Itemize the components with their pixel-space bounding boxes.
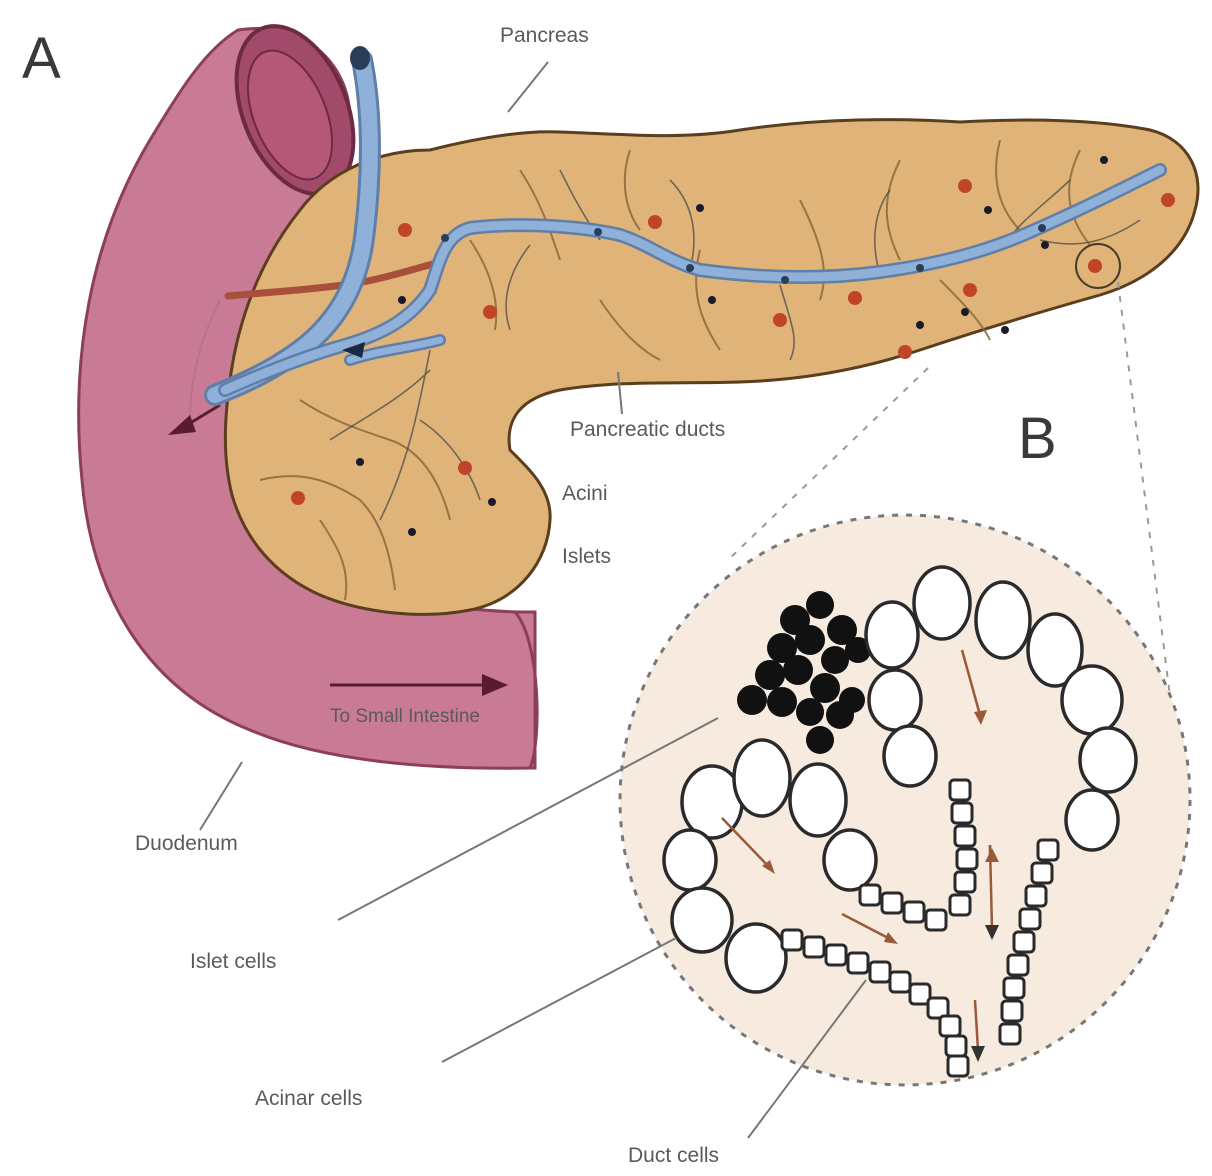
duodenum-label: Duodenum (135, 832, 238, 855)
islet-cells-label: Islet cells (190, 950, 276, 973)
islets-label: Islets (562, 545, 611, 568)
panel-label-a: A (22, 26, 61, 91)
magnified-inset (620, 515, 1190, 1085)
panel-label-b: B (1018, 406, 1057, 471)
to-small-intestine-label: To Small Intestine (330, 706, 480, 727)
acinar-cells-leader (442, 938, 676, 1062)
duct-cells-label: Duct cells (628, 1144, 719, 1167)
pancreas-label: Pancreas (500, 24, 589, 47)
pancreatic-ducts-label: Pancreatic ducts (570, 418, 725, 441)
acini-label: Acini (562, 482, 608, 505)
duodenum-leader (200, 762, 242, 830)
acinar-cells-label: Acinar cells (255, 1087, 362, 1110)
pancreas-leader (508, 62, 548, 112)
